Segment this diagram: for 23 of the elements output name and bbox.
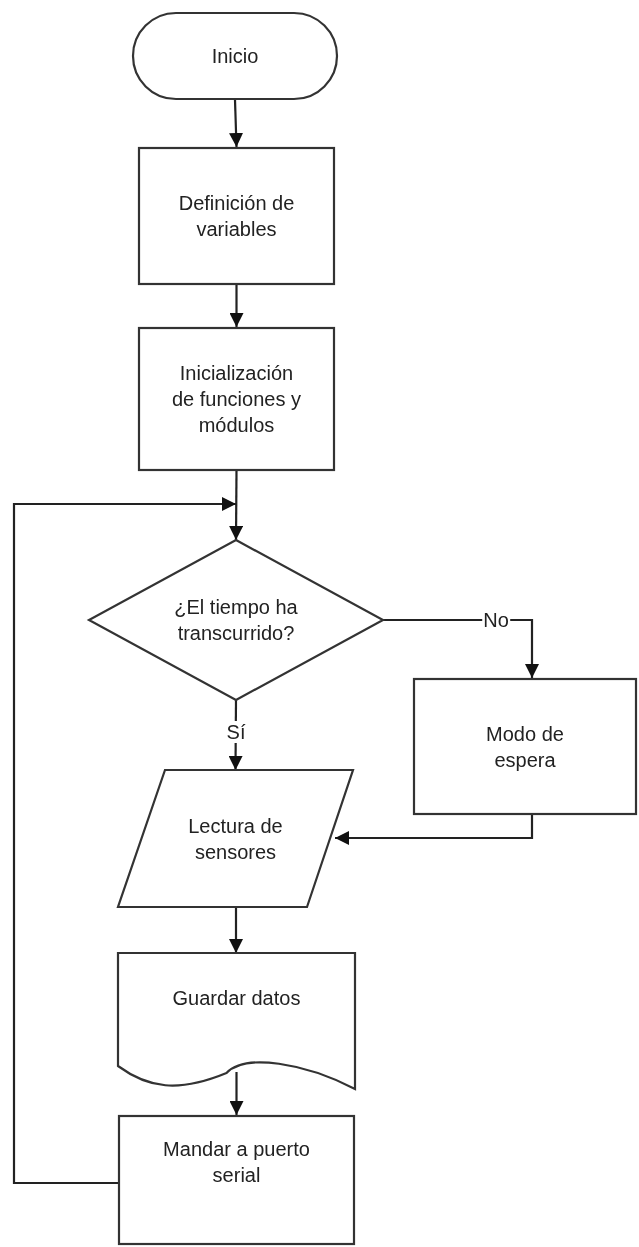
edge-label: Sí: [225, 721, 247, 743]
node-text: Inicialización de funciones y módulos: [171, 361, 302, 438]
node-text: Mandar a puerto serial: [162, 1137, 311, 1188]
arrow: [229, 907, 243, 953]
arrow: [229, 99, 244, 148]
arrow: [229, 285, 244, 327]
node-text: Lectura de sensores: [187, 813, 284, 865]
arrow: [229, 1072, 244, 1115]
process-box: [413, 678, 637, 815]
node-text: Definición de variables: [177, 191, 296, 242]
node-text: ¿El tiempo ha transcurrido?: [173, 595, 299, 646]
document-shape: [118, 953, 355, 1093]
input-parallelogram: [118, 770, 353, 907]
arrow: [12, 497, 236, 1185]
arrow: [229, 471, 244, 540]
process-box: [118, 1115, 355, 1245]
node-text: Modo de espera: [485, 721, 565, 773]
process-box: [138, 327, 335, 471]
decision-diamond: [89, 540, 383, 700]
arrow: [335, 815, 534, 845]
process-box: [138, 147, 335, 285]
node-text: Inicio: [210, 44, 260, 69]
node-text: Guardar datos: [171, 986, 302, 1011]
